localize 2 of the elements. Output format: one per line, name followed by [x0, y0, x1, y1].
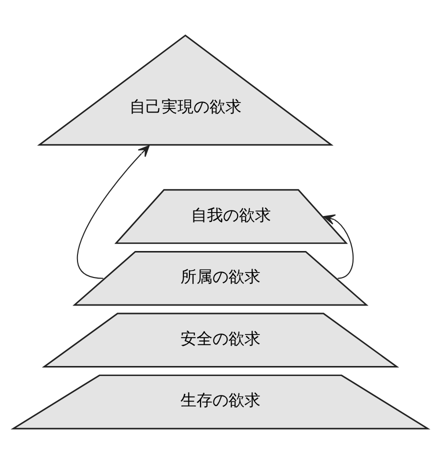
arrow	[76, 144, 150, 278]
arrow	[322, 214, 354, 278]
